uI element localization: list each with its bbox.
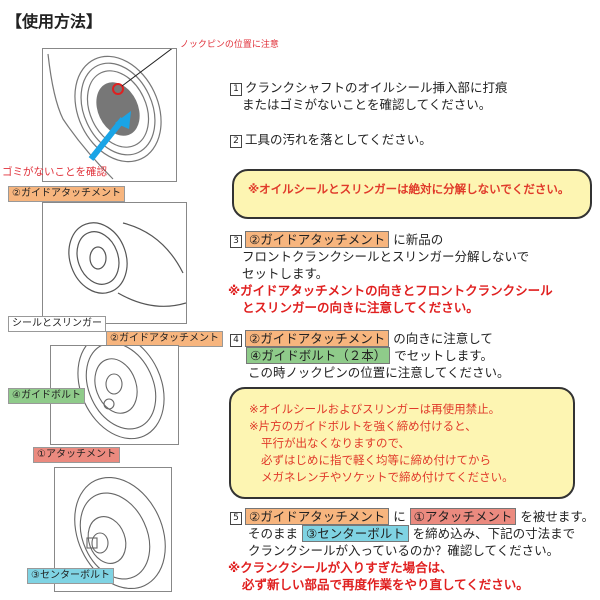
warning-note-2: ※オイルシールおよびスリンガーは再使用禁止。 ※片方のガイドボルトを強く締め付け… (229, 387, 575, 499)
guide-attachment-figure (42, 202, 187, 324)
knock-pin-note: ノックピンの位置に注意 (180, 40, 279, 50)
label-center-bolt: ③センターボルト (27, 568, 114, 584)
dust-check-note: ゴミがないことを確認 (2, 166, 107, 178)
label-attachment: ①アタッチメント (33, 447, 120, 463)
label-guide-bolt: ④ガイドボルト (8, 388, 85, 404)
label-seal-slinger: シールとスリンガー (8, 316, 106, 332)
label-guide-attachment: ②ガイドアタッチメント (8, 186, 125, 202)
warning-note-1: ※オイルシールとスリンガーは絶対に分解しないでください。 (232, 169, 592, 219)
page-title: 【使用方法】 (6, 12, 103, 31)
guide-bolt-figure (50, 345, 179, 445)
crankshaft-figure (42, 48, 177, 182)
